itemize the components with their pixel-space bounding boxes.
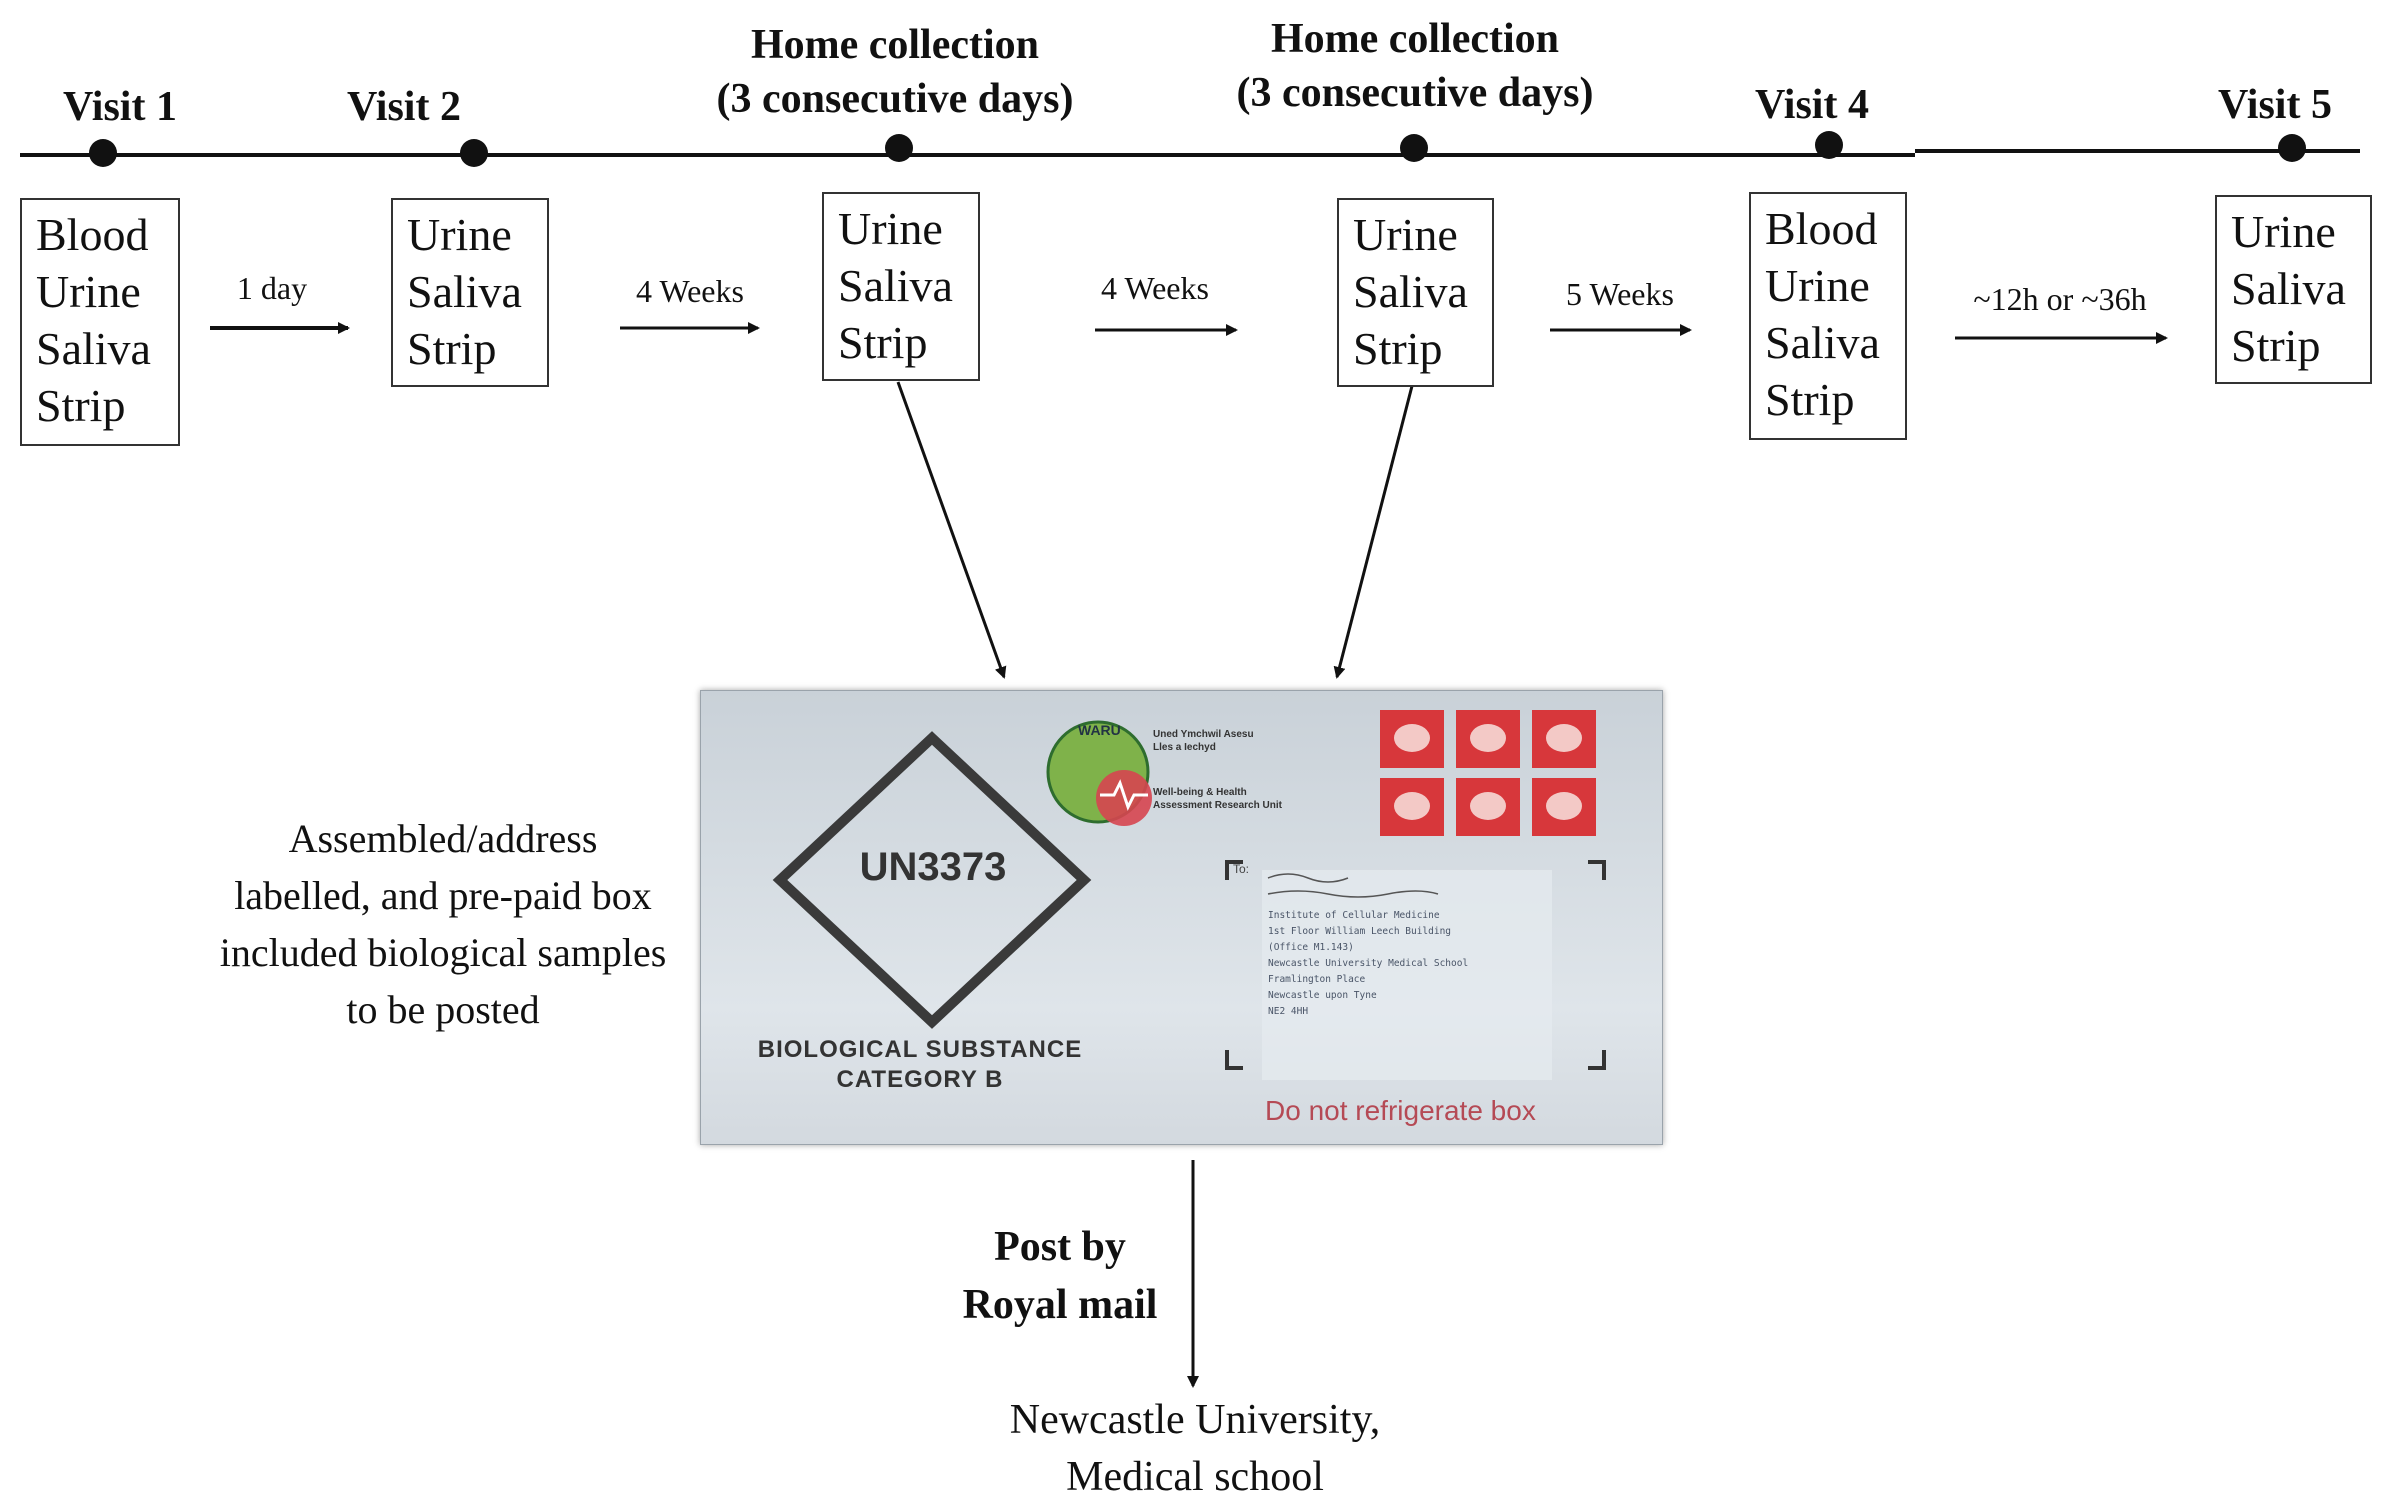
interval-label-4: 5 Weeks [1566, 276, 1674, 312]
interval-label-5: ~12h or ~36h [1973, 281, 2147, 317]
address-label [1262, 870, 1552, 1080]
timeline-dot-visit-4 [1815, 131, 1843, 159]
stage-title-visit-1: Visit 1 [63, 84, 177, 130]
postage-stamps-icon [1380, 710, 1596, 836]
sample-box-home-collection-1: Urine Saliva Strip [822, 192, 980, 381]
sample-item: Saliva [36, 323, 151, 374]
sample-item: Saliva [2231, 263, 2346, 314]
sample-item: Urine [1353, 209, 1458, 260]
sample-item: Urine [2231, 206, 2336, 257]
sample-box-visit-1: Blood Urine Saliva Strip [20, 198, 180, 446]
timeline-dot-home-2 [1400, 134, 1428, 162]
refrigeration-warning: Do not refrigerate box [1265, 1095, 1536, 1126]
timeline-dot-visit-5 [2278, 134, 2306, 162]
stage-title-home-collection-2: Home collection (3 consecutive days) [1236, 16, 1594, 116]
sample-item: Strip [2231, 320, 2321, 371]
waru-logo-text: WARU [1078, 722, 1121, 738]
interval-label-2: 4 Weeks [636, 273, 744, 309]
un-number: UN3373 [859, 845, 1007, 889]
shipping-box-photo: UN3373 BIOLOGICAL SUBSTANCE CATEGORY B U… [700, 690, 1663, 1145]
sample-item: Strip [1765, 374, 1855, 425]
to-label: To: [1233, 862, 1250, 876]
sample-item: Blood [36, 209, 149, 260]
box-caption: Assembled/address labelled, and pre-paid… [219, 816, 667, 1032]
sample-item: Saliva [1353, 266, 1468, 317]
unit-name-welsh: Uned Ymchwil Asesu Lles a Iechyd [1153, 729, 1254, 753]
sample-box-home-collection-2: Urine Saliva Strip [1337, 198, 1494, 387]
sample-box-visit-4: Blood Urine Saliva Strip [1749, 192, 1907, 440]
sample-item: Strip [407, 323, 497, 374]
sample-item: Strip [1353, 323, 1443, 374]
sample-item: Urine [1765, 260, 1870, 311]
sample-item: Urine [407, 209, 512, 260]
sample-item: Urine [36, 266, 141, 317]
substance-label: BIOLOGICAL SUBSTANCE CATEGORY B [757, 1036, 1083, 1093]
sample-item: Strip [36, 380, 126, 431]
timeline-dot-home-1 [885, 134, 913, 162]
address-text: Institute of Cellular Medicine 1st Floor… [1268, 910, 1469, 1017]
sample-box-visit-2: Urine Saliva Strip [391, 198, 549, 387]
sample-item: Saliva [407, 266, 522, 317]
sample-item: Saliva [838, 260, 953, 311]
sample-item: Strip [838, 317, 928, 368]
sample-item: Blood [1765, 203, 1878, 254]
sample-item: Urine [838, 203, 943, 254]
timeline-dot-visit-1 [89, 139, 117, 167]
shipping-box-graphics [700, 690, 1663, 1145]
sample-box-visit-5: Urine Saliva Strip [2215, 195, 2372, 384]
destination-label: Newcastle University, Medical school [1009, 1397, 1381, 1500]
home-to-box-arrow-2 [1333, 385, 1414, 679]
sample-item: Saliva [1765, 317, 1880, 368]
un-diamond [772, 731, 1092, 1029]
stage-title-home-collection-1: Home collection (3 consecutive days) [716, 22, 1074, 122]
stage-title-visit-4: Visit 4 [1755, 82, 1869, 128]
post-by-royal-mail-label: Post by Royal mail [962, 1224, 1158, 1328]
home-to-box-arrow-1 [896, 381, 1007, 679]
unit-name-english: Well-being & Health Assessment Research … [1153, 787, 1282, 811]
stage-title-visit-2: Visit 2 [347, 84, 461, 130]
timeline-dot-visit-2 [460, 139, 488, 167]
interval-label-1: 1 day [236, 270, 308, 306]
interval-label-3: 4 Weeks [1101, 270, 1209, 306]
stage-title-visit-5: Visit 5 [2218, 82, 2332, 128]
